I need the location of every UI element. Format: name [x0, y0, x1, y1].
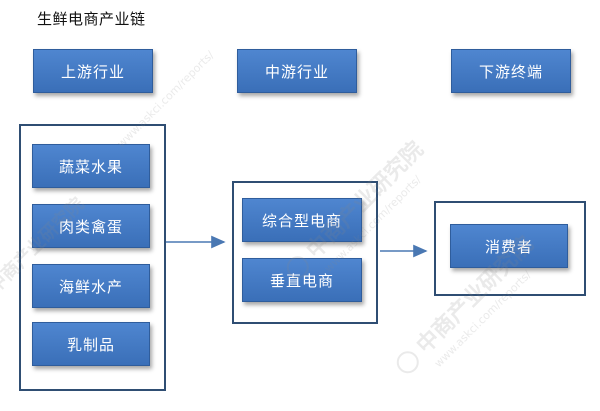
upstream-item-meat-poultry-eggs: 肉类禽蛋: [32, 204, 150, 248]
midstream-item-comprehensive: 综合型电商: [242, 198, 362, 242]
downstream-item-consumer: 消费者: [450, 224, 568, 268]
midstream-item-vertical: 垂直电商: [242, 258, 362, 302]
stage-downstream: 下游终端: [451, 49, 571, 93]
stage-upstream: 上游行业: [33, 49, 153, 93]
midstream-group: [232, 181, 378, 324]
upstream-group: [19, 124, 166, 391]
diagram-title: 生鲜电商产业链: [37, 10, 146, 28]
upstream-item-seafood: 海鲜水产: [32, 264, 150, 308]
downstream-group: [434, 201, 586, 296]
upstream-item-dairy: 乳制品: [32, 322, 150, 366]
stage-midstream: 中游行业: [237, 49, 357, 93]
upstream-item-vegetables-fruits: 蔬菜水果: [32, 144, 150, 188]
